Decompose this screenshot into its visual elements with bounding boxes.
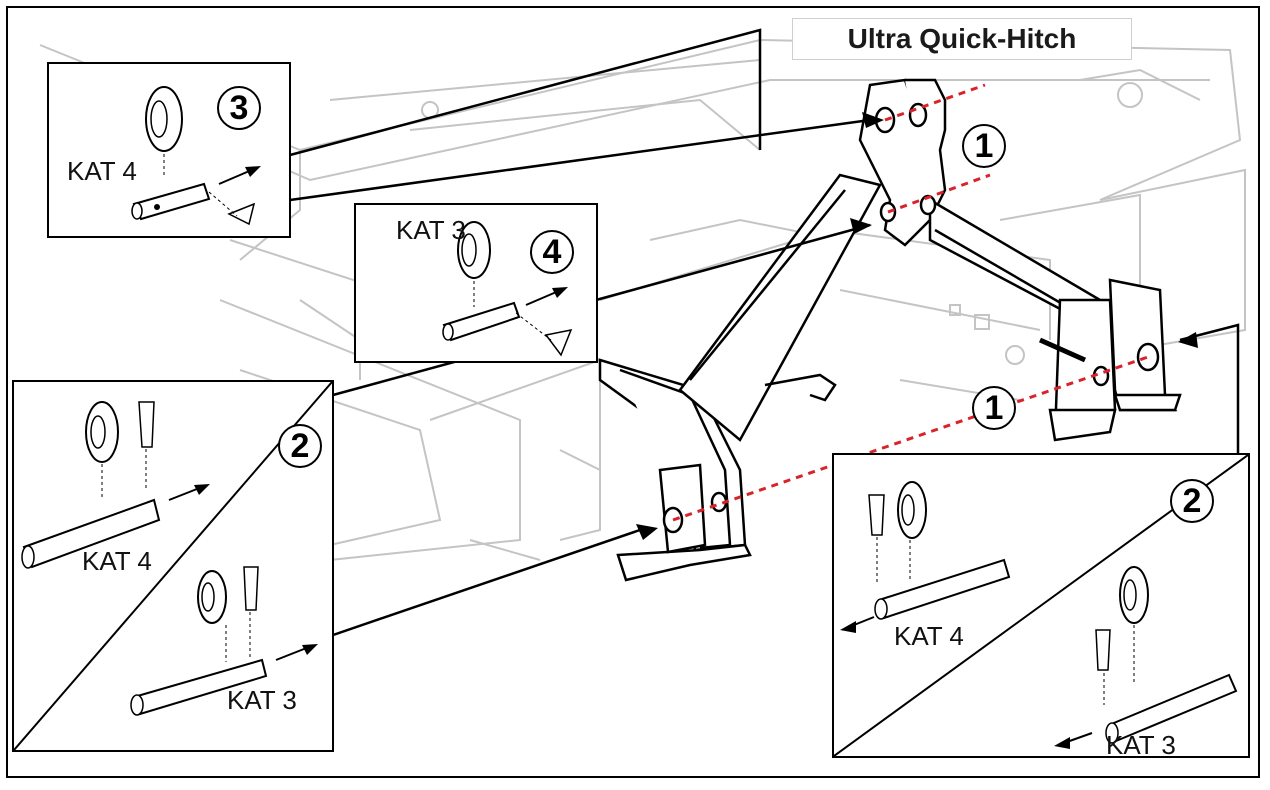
hitch-frame xyxy=(598,78,1182,582)
pin-holes xyxy=(662,102,1160,534)
right-lower-label: KAT 3 xyxy=(1106,730,1176,760)
callout-1-top: 1 xyxy=(962,124,1006,168)
callout-2-right: 2 xyxy=(1170,479,1214,523)
inset-3: 3 KAT 4 xyxy=(47,62,291,238)
inset-2-right-parts xyxy=(834,455,1248,756)
right-upper-label: KAT 4 xyxy=(894,621,964,651)
inset-2-left: 2 KAT 4 KAT 3 xyxy=(12,380,334,752)
inset-4-parts xyxy=(442,221,573,357)
callout-2-left: 2 xyxy=(278,424,322,468)
arrow-heads xyxy=(636,112,1198,540)
inset-2-right: 2 KAT 4 KAT 3 xyxy=(832,453,1250,758)
alignment-guides xyxy=(672,83,1149,522)
diagram-frame xyxy=(6,6,1260,778)
left-upper-label: KAT 4 xyxy=(82,546,152,576)
left-lower-label: KAT 3 xyxy=(227,685,297,715)
callout-3: 3 xyxy=(217,86,261,130)
inset-3-parts xyxy=(131,86,261,226)
callout-1-bottom: 1 xyxy=(972,386,1016,430)
page-title: Ultra Quick-Hitch xyxy=(847,23,1077,54)
title-box: Ultra Quick-Hitch xyxy=(792,18,1132,60)
inset-3-label: KAT 4 xyxy=(67,156,137,186)
inset-4: 4 KAT 3 xyxy=(354,203,598,363)
callout-4: 4 xyxy=(530,230,574,274)
inset-4-label: KAT 3 xyxy=(396,215,466,245)
inset-2-left-parts xyxy=(14,382,332,750)
